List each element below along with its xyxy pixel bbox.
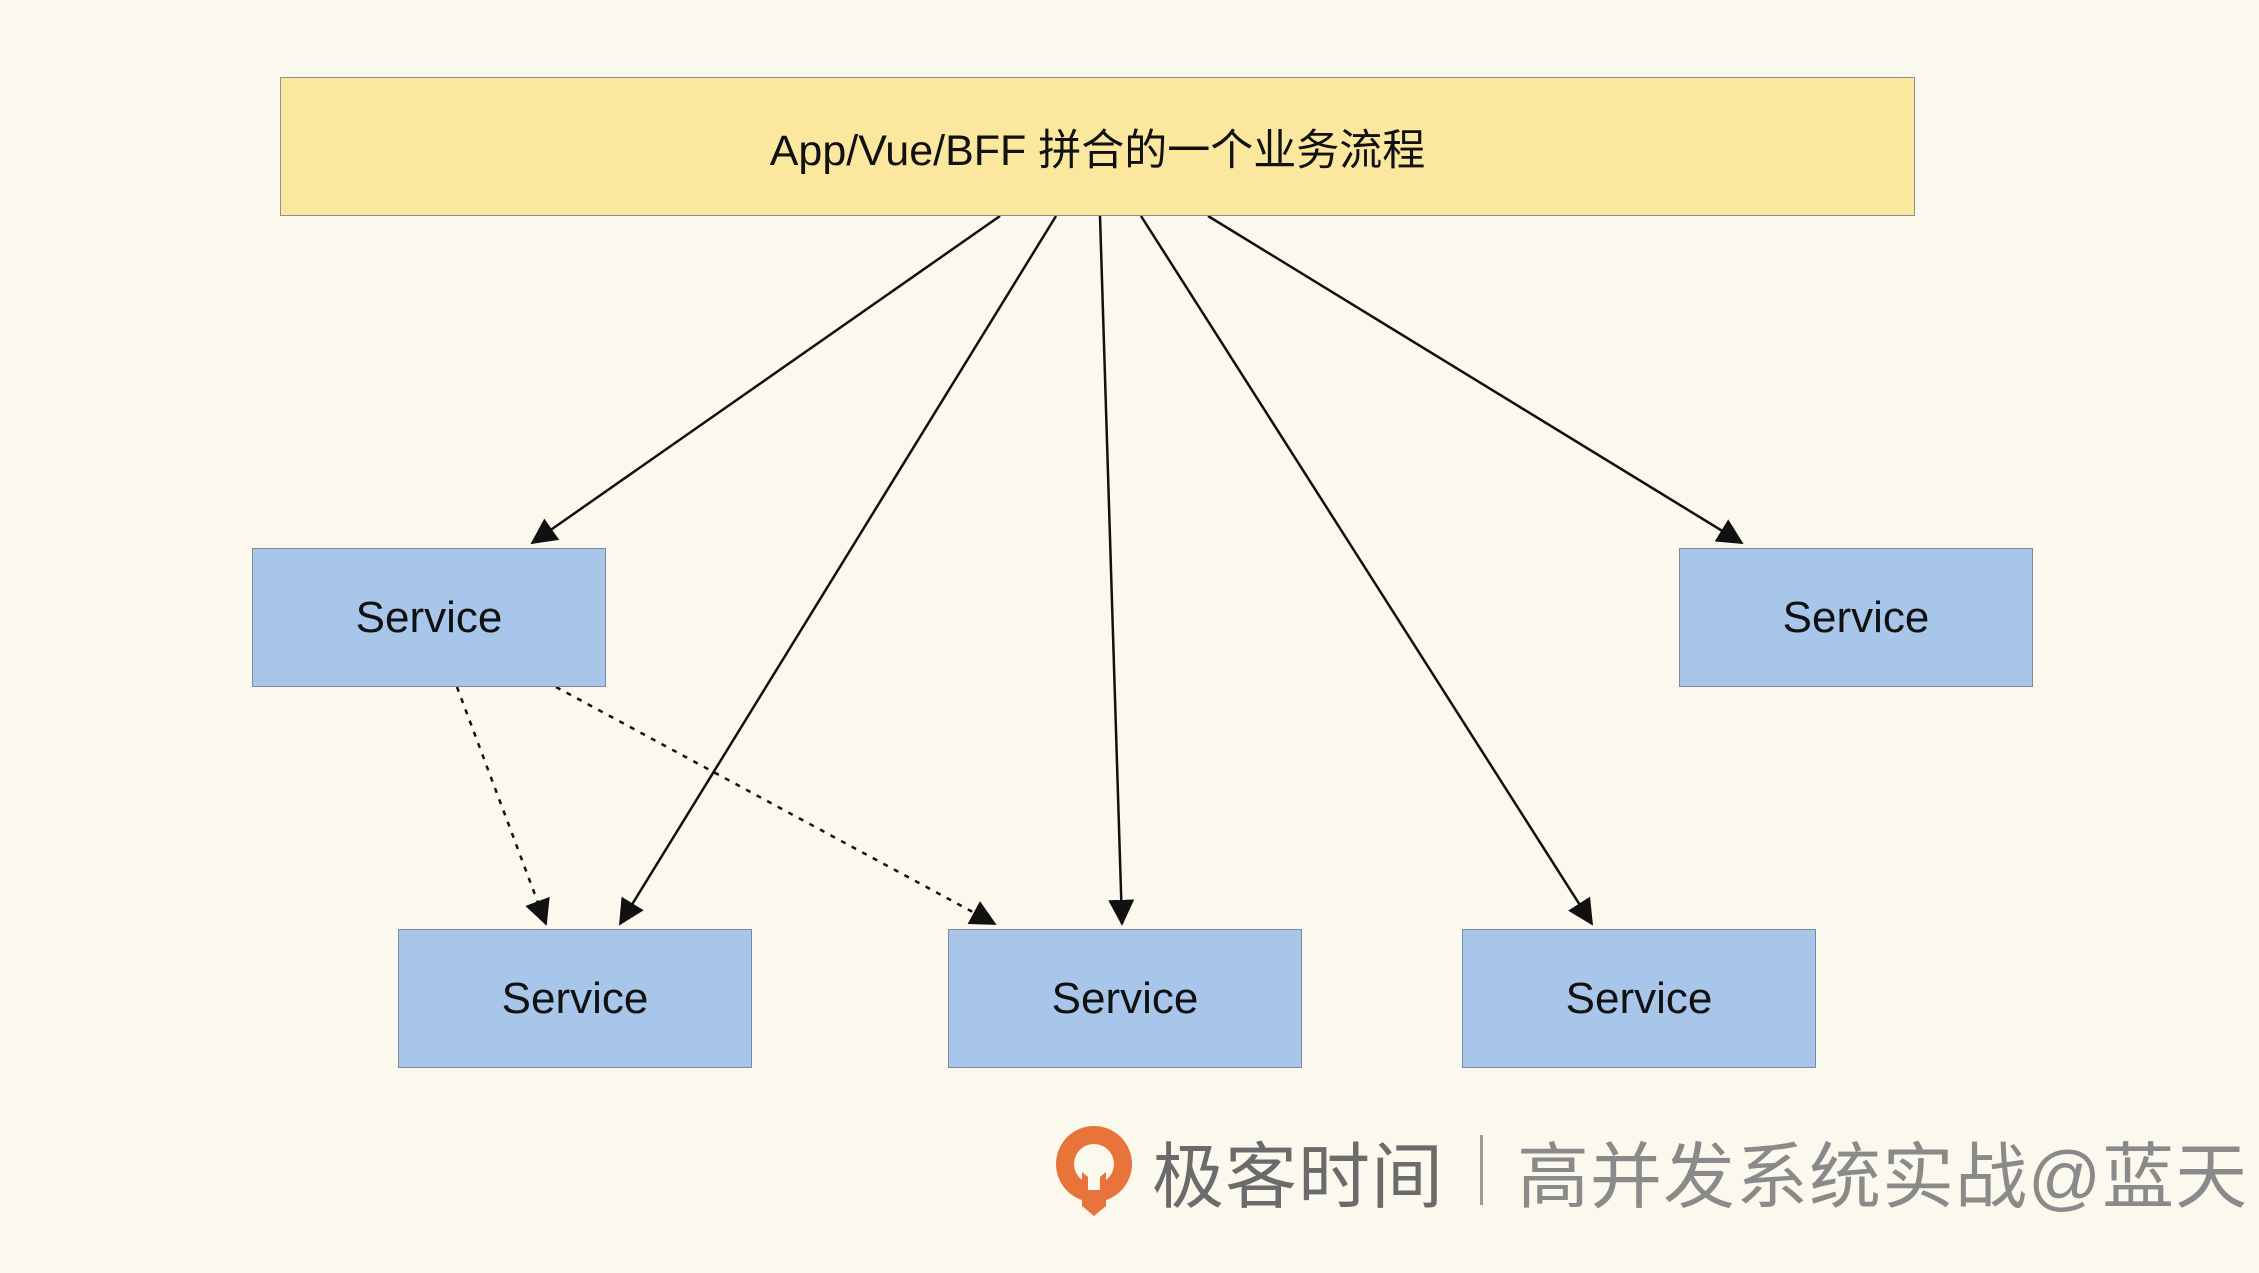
- service-label: Service: [1051, 973, 1199, 1023]
- service-node-2: Service: [1679, 548, 2033, 687]
- edge-top-to-service-1: [530, 214, 1001, 545]
- edge-top-to-service-3: [618, 215, 1058, 926]
- course-tag: 高并发系统实战@蓝天: [1517, 1137, 2249, 1218]
- edge-service-1-to-service-4: [555, 685, 997, 926]
- service-node-5: Service: [1462, 929, 1816, 1068]
- edge-top-to-service-4: [1098, 215, 1135, 926]
- watermark-divider: [1480, 1135, 1484, 1205]
- watermark: 极客时间 高并发系统实战@蓝天: [1052, 1120, 2248, 1220]
- service-node-1: Service: [252, 548, 606, 687]
- edge-service-1-to-service-3: [455, 686, 550, 926]
- service-label: Service: [355, 592, 503, 642]
- service-node-4: Service: [948, 929, 1302, 1068]
- geektime-logo-icon: [1056, 1126, 1132, 1216]
- service-label: Service: [501, 973, 649, 1023]
- service-label: Service: [1782, 592, 1930, 642]
- edge-top-to-service-2: [1207, 214, 1744, 545]
- brand-name: 极客时间: [1152, 1137, 1445, 1218]
- edge-top-to-service-5: [1139, 215, 1594, 926]
- service-label: Service: [1565, 973, 1713, 1023]
- service-node-3: Service: [398, 929, 752, 1068]
- business-flow-label: App/Vue/BFF 拼合的一个业务流程: [769, 126, 1426, 175]
- business-flow-node: App/Vue/BFF 拼合的一个业务流程: [280, 77, 1915, 216]
